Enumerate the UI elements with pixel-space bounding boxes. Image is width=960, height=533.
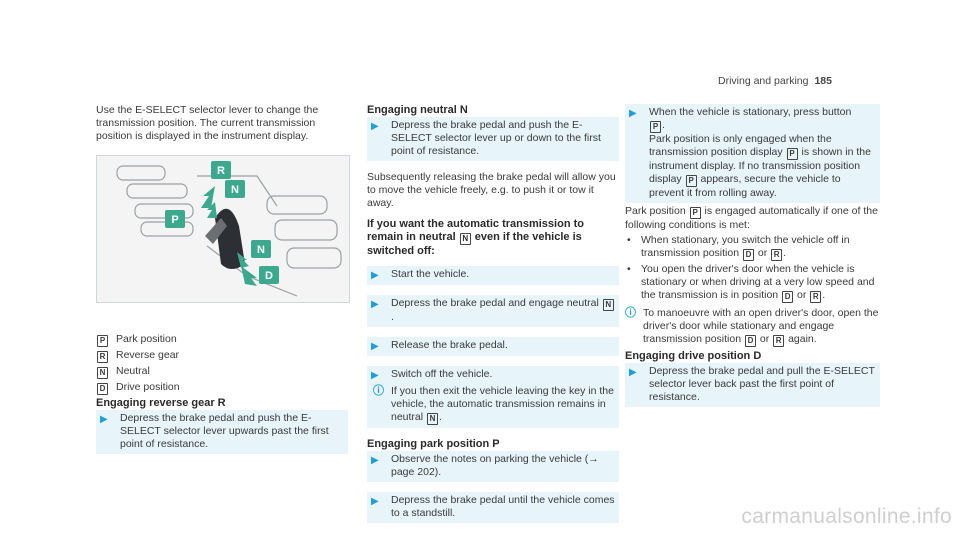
- selector-lever-figure: R N P N D: [96, 155, 350, 303]
- key-r-icon: R: [810, 291, 822, 303]
- figure-label-n-lower: N: [257, 244, 265, 256]
- key-d-icon: D: [782, 291, 794, 303]
- legend-item: N Neutral: [96, 365, 348, 379]
- info-icon: ⓘ: [373, 385, 384, 397]
- drive-heading: Engaging drive position D: [625, 350, 762, 362]
- section-title: Driving and parking: [718, 75, 809, 87]
- key-d-icon: D: [744, 335, 756, 347]
- list-item: •When stationary, you switch the vehicle…: [627, 234, 850, 261]
- step-arrow-icon: ▶: [629, 108, 637, 119]
- neutral-paragraph: Subsequently releasing the brake pedal w…: [367, 171, 616, 209]
- step-depress: ▶Depress the brake pedal and engage neut…: [367, 295, 619, 327]
- list-item: •You open the driver's door when the veh…: [627, 263, 875, 303]
- legend-text: Drive position: [116, 381, 180, 393]
- step-arrow-icon: ▶: [629, 367, 637, 378]
- reverse-heading: Engaging reverse gear R: [96, 397, 226, 409]
- key-d-icon: D: [97, 383, 108, 395]
- figure-label-r: R: [217, 165, 225, 177]
- step-release: ▶Release the brake pedal.: [367, 337, 619, 356]
- selector-lever-illustration: R N P N D: [97, 156, 349, 302]
- key-r-icon: R: [771, 249, 783, 261]
- legend-text: Reverse gear: [116, 349, 180, 361]
- step-arrow-icon: ▶: [371, 496, 379, 507]
- reverse-step: ▶Depress the brake pedal and push the E-…: [96, 410, 348, 454]
- page-number: 185: [814, 75, 832, 87]
- neutral-heading: Engaging neutral N: [367, 104, 468, 116]
- figure-label-d: D: [265, 270, 273, 282]
- legend-item: P Park position: [96, 333, 348, 347]
- column-3: ▶ When the vehicle is stationary, press …: [625, 104, 880, 417]
- step-start: ▶Start the vehicle.: [367, 266, 619, 285]
- park-heading: Engaging park position P: [367, 438, 500, 450]
- key-p-icon: P: [689, 207, 701, 219]
- key-p-icon: P: [685, 175, 697, 187]
- legend-text: Park position: [116, 333, 177, 345]
- intro-text: Use the E-SELECT selector lever to chang…: [96, 104, 319, 142]
- auto-park-paragraph: Park position P is engaged automatically…: [625, 205, 878, 231]
- legend-item: D Drive position: [96, 381, 348, 395]
- key-n-icon: N: [97, 367, 108, 379]
- step-arrow-icon: ▶: [371, 455, 379, 466]
- legend-text: Neutral: [116, 365, 150, 377]
- drive-step: ▶Depress the brake pedal and pull the E-…: [625, 363, 880, 407]
- watermark: carmanualsonline.info: [741, 505, 952, 528]
- key-p-icon: P: [650, 121, 661, 133]
- step-arrow-icon: ▶: [371, 299, 379, 310]
- remain-neutral-heading: If you want the automatic transmission t…: [367, 218, 584, 257]
- step-arrow-icon: ▶: [100, 414, 108, 425]
- key-d-icon: D: [742, 249, 754, 261]
- park-step-2: ▶Depress the brake pedal until the vehic…: [367, 492, 619, 523]
- key-p-icon: P: [97, 335, 108, 347]
- column-2: Engaging neutral N ▶Depress the brake pe…: [367, 104, 619, 533]
- key-r-icon: R: [773, 335, 785, 347]
- neutral-step: ▶Depress the brake pedal and push the E-…: [367, 117, 619, 161]
- info-icon: ⓘ: [625, 307, 636, 319]
- key-n-icon: N: [602, 299, 614, 311]
- running-header: Driving and parking 185: [718, 75, 832, 88]
- key-n-icon: N: [459, 233, 471, 245]
- park-step: ▶Observe the notes on parking the vehicl…: [367, 451, 619, 482]
- key-p-icon: P: [786, 148, 798, 160]
- step-arrow-icon: ▶: [371, 370, 379, 381]
- figure-label-p: P: [171, 214, 178, 226]
- key-r-icon: R: [97, 351, 108, 363]
- key-n-icon: N: [427, 413, 439, 425]
- press-button-step: ▶ When the vehicle is stationary, press …: [625, 104, 880, 203]
- step-arrow-icon: ▶: [371, 121, 379, 132]
- figure-label-n-upper: N: [231, 184, 239, 196]
- step-arrow-icon: ▶: [371, 270, 379, 281]
- column-1: Use the E-SELECT selector lever to chang…: [96, 104, 350, 464]
- legend-item: R Reverse gear: [96, 349, 348, 363]
- step-arrow-icon: ▶: [371, 341, 379, 352]
